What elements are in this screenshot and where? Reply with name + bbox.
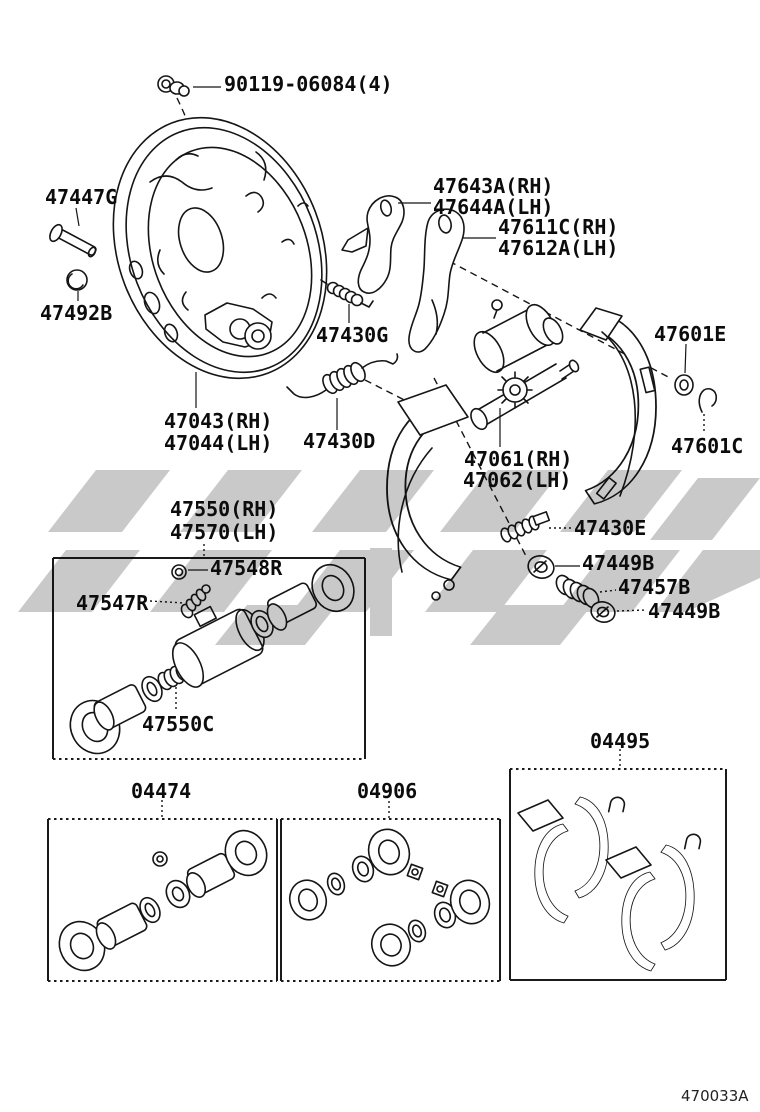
plug-drawing [66,269,88,301]
lever-drawing [408,208,496,353]
label-spring-b: 47457B [618,575,691,599]
label-wheel-cylinder-lh: 47570(LH) [170,520,279,544]
label-spring-d: 47430D [303,429,376,453]
label-kit-cylinder: 04474 [131,779,192,803]
label-screw-e: 47430E [574,516,647,540]
label-bleeder-r: 47547R [76,591,149,615]
label-washer-b2: 47449B [648,599,721,623]
spring-g-drawing [320,279,374,323]
label-adjuster-lh: 47062(LH) [463,468,572,492]
star-wheel-teeth [497,371,533,409]
pin-drawing [49,207,97,258]
kit-04474-contents-drawing [58,829,268,972]
label-spring-c: 47550C [142,712,215,736]
backing-plate-drawing [112,116,328,408]
label-wheel-cylinder-rh: 47550(RH) [170,497,279,521]
bolt-drawing [157,75,221,97]
kit-box-04906 [280,801,501,982]
label-lever-lh: 47612A(LH) [498,236,619,260]
label-kit-cup: 04906 [357,779,418,803]
label-backing-plate-lh: 47044(LH) [164,431,273,455]
label-strut-rh: 47643A(RH) [433,174,554,198]
spring-d-drawing [286,353,399,430]
c-clip-drawing [698,388,718,432]
label-pin: 47447G [45,185,118,209]
label-washer-b1: 47449B [582,551,655,575]
label-strut-lh: 47644A(LH) [433,195,554,219]
label-spring-g: 47430G [316,323,389,347]
label-clip-c: 47601C [671,434,744,458]
label-kit-shoe: 04495 [590,729,651,753]
kit-box-04474 [47,800,278,982]
watermark-logo [18,470,760,645]
e-ring-drawing [674,343,694,396]
adjuster-assembly-drawing [470,299,580,447]
label-lever-rh: 47611C(RH) [498,215,619,239]
label-plug: 47492B [40,301,113,325]
kit-box-04495 [509,749,727,981]
label-backing-plate-rh: 47043(RH) [164,409,273,433]
drawing-code: 470033A [681,1087,749,1105]
label-washer-e: 47601E [654,322,727,346]
kit-04495-contents-drawing [517,795,703,972]
label-cap-r: 47548R [210,556,283,580]
kit-04906-contents-drawing [288,828,491,967]
label-bolt-part: 90119-06084(4) [224,72,393,96]
strut-drawing [341,195,431,294]
label-adjuster-rh: 47061(RH) [464,447,573,471]
